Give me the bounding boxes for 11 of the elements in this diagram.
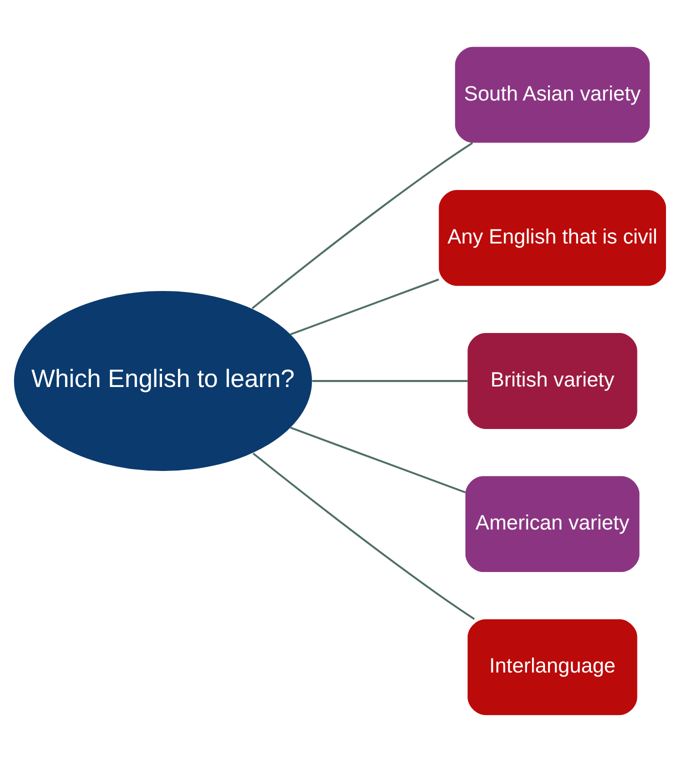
connector <box>252 142 473 309</box>
connector <box>290 278 440 335</box>
node-box: American variety <box>465 476 640 572</box>
node-box: Any English that is civil <box>438 189 666 286</box>
connector <box>290 426 466 493</box>
connector <box>252 452 475 620</box>
node-ellipse: Which English to learn? <box>14 290 312 470</box>
node-box: British variety <box>468 332 638 428</box>
node-box: Interlanguage <box>468 618 638 715</box>
connector <box>312 380 468 382</box>
node-box: South Asian variety <box>455 46 650 142</box>
